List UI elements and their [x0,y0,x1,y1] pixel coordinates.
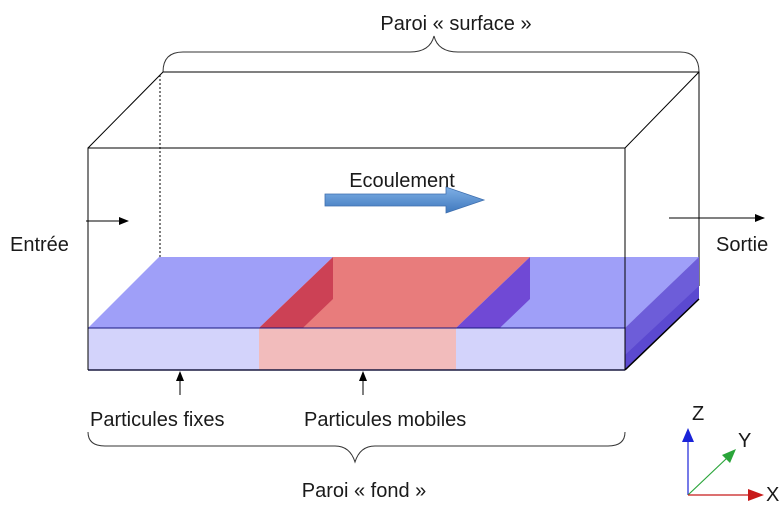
z-axis-label: Z [692,403,704,425]
mobile-particles-label: Particules mobiles [304,409,466,431]
inlet-label: Entrée [10,234,69,256]
top-wall-brace [162,35,700,73]
box-top-left-edge [87,71,164,149]
fixed-particles-label: Particules fixes [90,409,225,431]
z-axis-arrowhead [682,428,694,442]
fixed-bed-front-right [456,328,625,370]
y-axis-label: Y [738,430,751,452]
fixed-bed-top-left [88,257,333,328]
bed-right-side-top [625,257,699,355]
flow-label: Ecoulement [349,170,455,192]
bottom-wall-label: Paroi « fond » [302,480,427,502]
fixed-bed-front-left [88,328,259,370]
bottom-wall-brace [87,431,626,464]
top-wall-label: Paroi « surface » [380,13,531,35]
outlet-label: Sortie [716,234,768,256]
flow-arrow [324,186,486,214]
y-axis-line [687,457,728,496]
box-front-frame [87,147,626,370]
box-top-right-edge [624,71,700,149]
axes-triad: Z Y X [682,403,779,506]
x-axis-label: X [766,484,779,503]
y-axis-arrowhead [722,449,736,463]
mobile-bed-front [259,328,456,370]
x-axis-arrowhead [748,489,764,501]
bed-bottom-right-edge [624,298,700,371]
